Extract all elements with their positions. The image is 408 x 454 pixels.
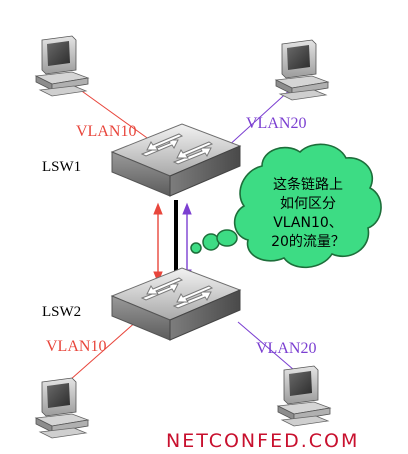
link-bottom-right (237, 321, 295, 371)
link-top-right (225, 87, 293, 149)
computer-bottom-left-icon (35, 377, 89, 439)
site-watermark: NETCONFED.COM (166, 430, 359, 452)
question-callout-cloud: 这条链路上 如何区分 VLAN10、 20的流量？ (190, 143, 382, 269)
callout-line-1: 这条链路上 (273, 176, 343, 193)
link-bottom-left (69, 319, 139, 381)
vlan-label-top-right: VLAN20 (246, 115, 306, 132)
callout-line-3: VLAN10、 (273, 215, 343, 231)
vlan10-traffic-arrow (153, 202, 163, 284)
computer-bottom-right-icon (277, 365, 331, 427)
computer-top-right-icon (275, 39, 329, 101)
switch-label-lsw2: LSW2 (42, 304, 81, 320)
vlan-label-top-left: VLAN10 (76, 123, 136, 140)
switch-label-lsw1: LSW1 (42, 159, 81, 175)
callout-line-2: 如何区分 (280, 196, 336, 212)
vlan-label-bottom-right: VLAN20 (256, 340, 316, 357)
switch-lsw2-icon (111, 267, 241, 341)
vlan-label-bottom-left: VLAN10 (46, 338, 106, 355)
link-top-left (71, 83, 151, 141)
computer-top-left-icon (35, 35, 89, 97)
callout-line-4: 20的流量？ (271, 234, 345, 250)
